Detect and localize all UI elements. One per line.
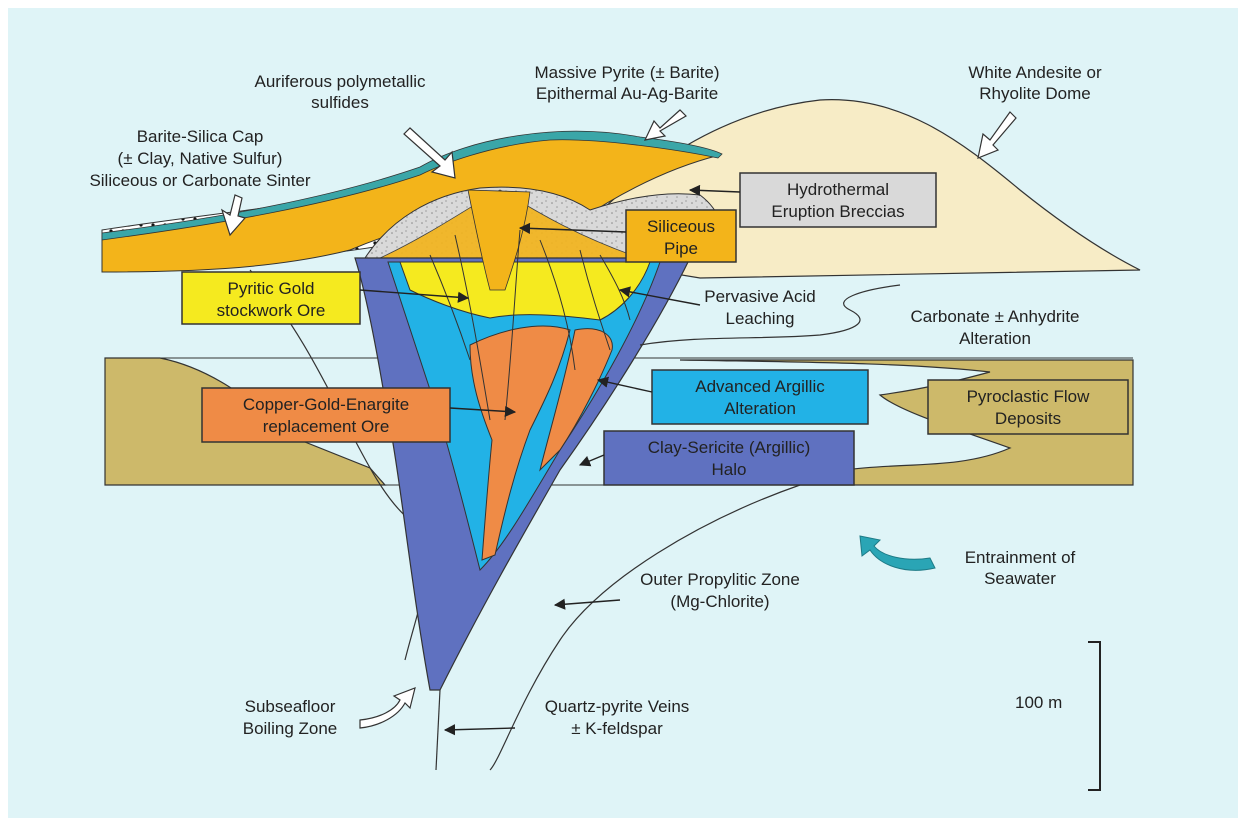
scale-bar-label: 100 m: [1015, 693, 1062, 712]
